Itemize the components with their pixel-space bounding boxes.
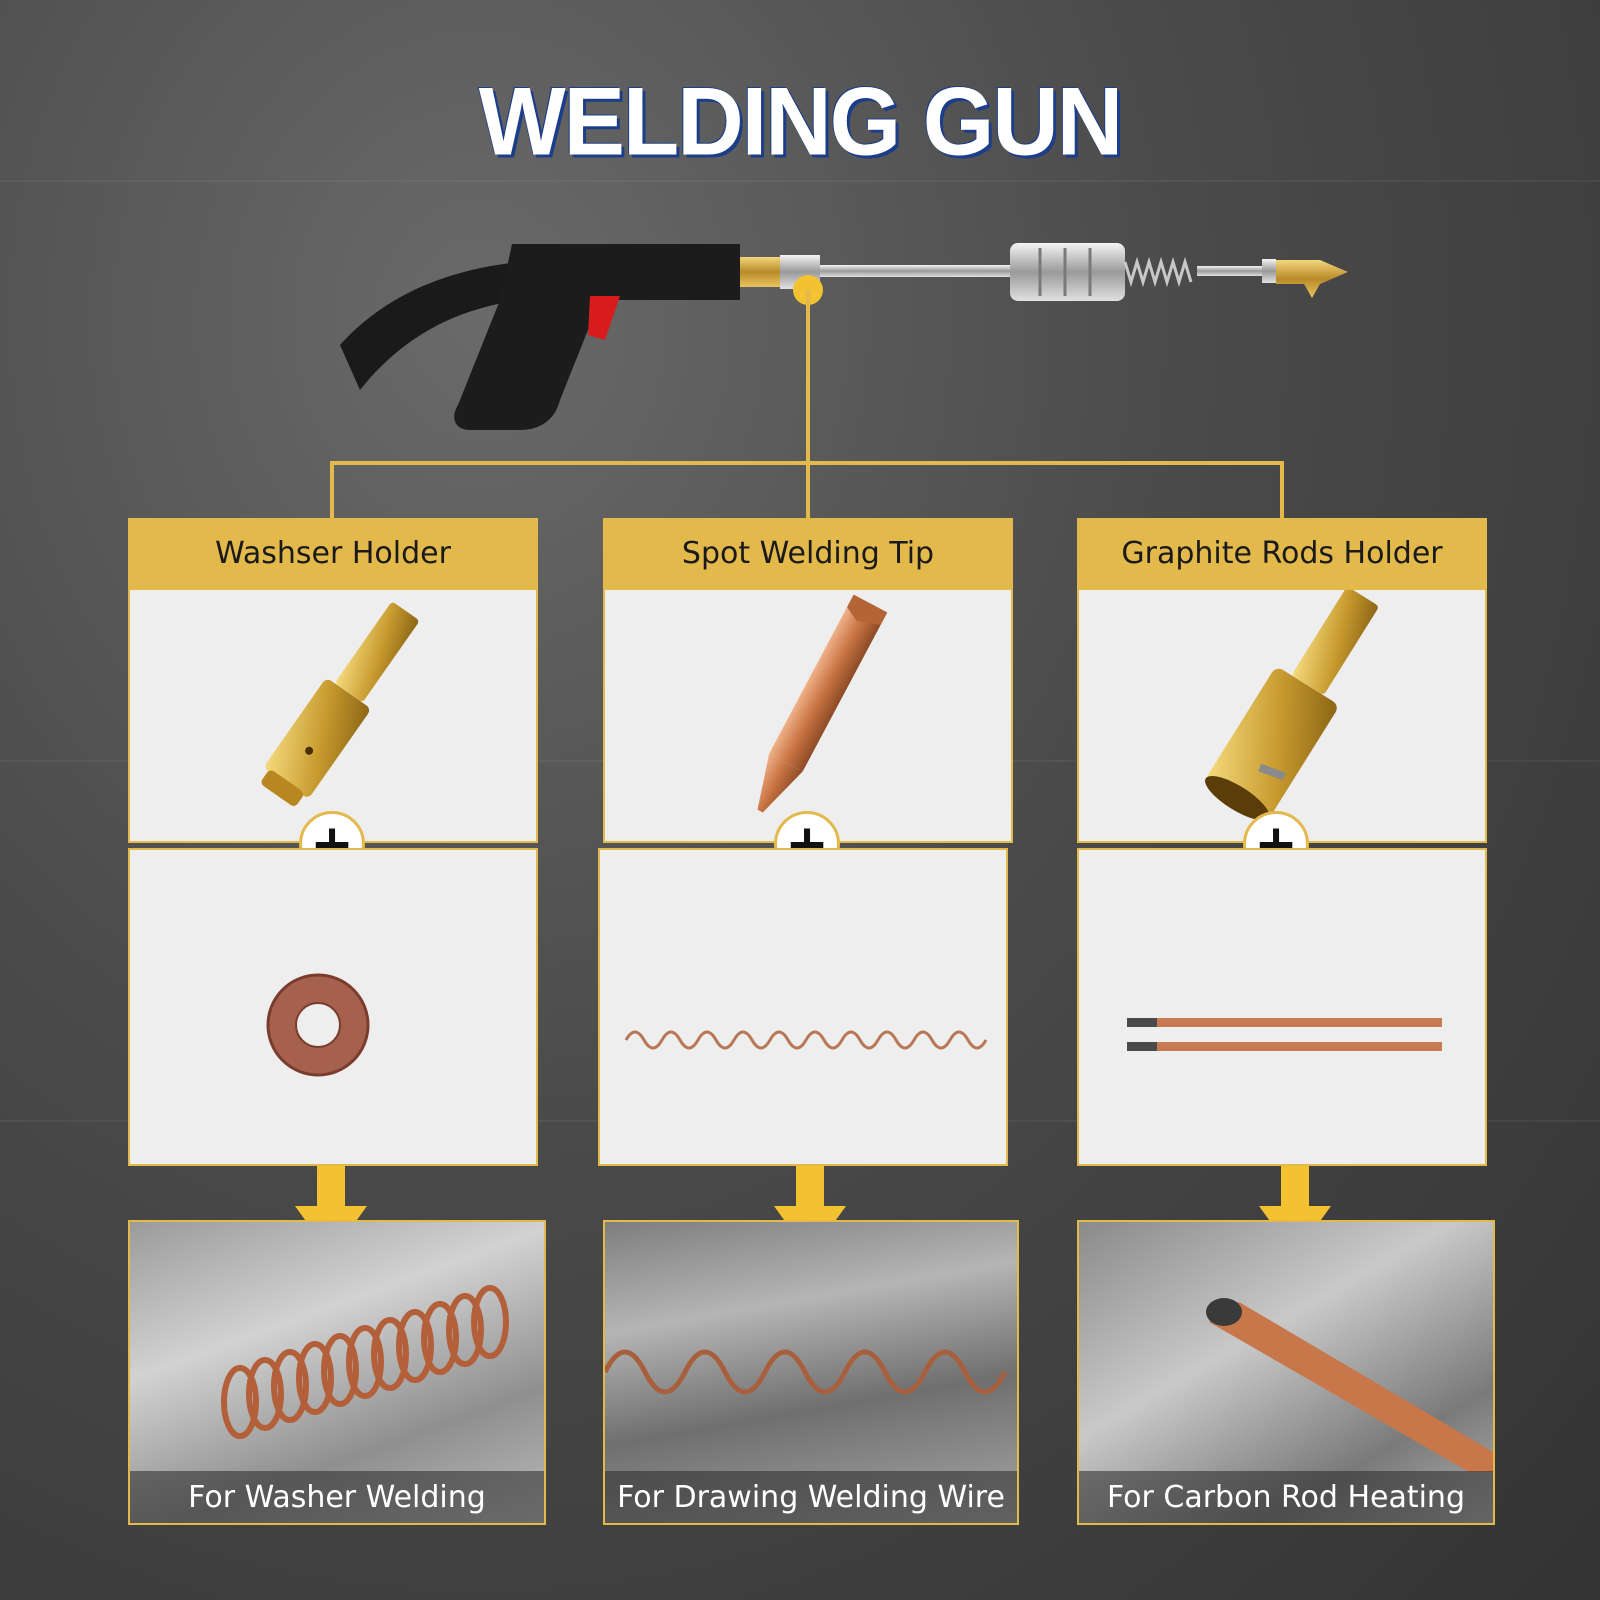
tool-panel-spot-welding-tip [603, 588, 1013, 843]
brass-connector-icon [740, 257, 780, 287]
column-header-graphite-rods-holder: Graphite Rods Holder [1077, 518, 1487, 588]
accessory-panel-wire [598, 848, 1008, 1166]
welding-gun-illustration [330, 243, 1348, 520]
cable-icon [340, 262, 520, 390]
gun-tip-icon [1276, 260, 1348, 298]
wavy-wire-icon [624, 1030, 988, 1050]
copper-washer-icon [266, 973, 370, 1077]
carbon-rod-icon [1206, 1298, 1493, 1472]
caption-carbon-rod-heating: For Carbon Rod Heating [1079, 1471, 1493, 1523]
tool-panel-graphite-rods-holder [1077, 587, 1487, 843]
copper-spot-tip-icon [757, 594, 888, 813]
background-stripe [0, 180, 1600, 182]
gun-handle-icon [454, 244, 740, 430]
column-header-washer-holder: Washser Holder [128, 518, 538, 588]
gun-shaft-icon [820, 265, 1010, 277]
caption-drawing-welding-wire: For Drawing Welding Wire [605, 1471, 1017, 1523]
application-photo-carbon-rod-heating: For Carbon Rod Heating [1077, 1220, 1495, 1525]
brass-washer-holder-icon [261, 602, 419, 806]
accessory-panel-washer [128, 848, 538, 1166]
caption-washer-welding: For Washer Welding [130, 1471, 544, 1523]
graphite-rods-icon [1127, 1018, 1442, 1051]
tool-panel-washer-holder [128, 588, 538, 843]
slide-hammer-icon [1010, 243, 1125, 301]
column-header-spot-welding-tip: Spot Welding Tip [603, 518, 1013, 588]
brass-rod-holder-icon [1205, 587, 1378, 821]
accessory-panel-graphite-rods [1077, 848, 1487, 1166]
welding-wire-icon [605, 1349, 1008, 1395]
spring-icon [1123, 256, 1193, 288]
copper-spring-icon [221, 1285, 509, 1439]
application-photo-drawing-welding-wire: For Drawing Welding Wire [603, 1220, 1019, 1525]
application-photo-washer-welding: For Washer Welding [128, 1220, 546, 1525]
page-title: WELDING GUN [478, 68, 1123, 176]
trigger-icon [588, 296, 620, 340]
